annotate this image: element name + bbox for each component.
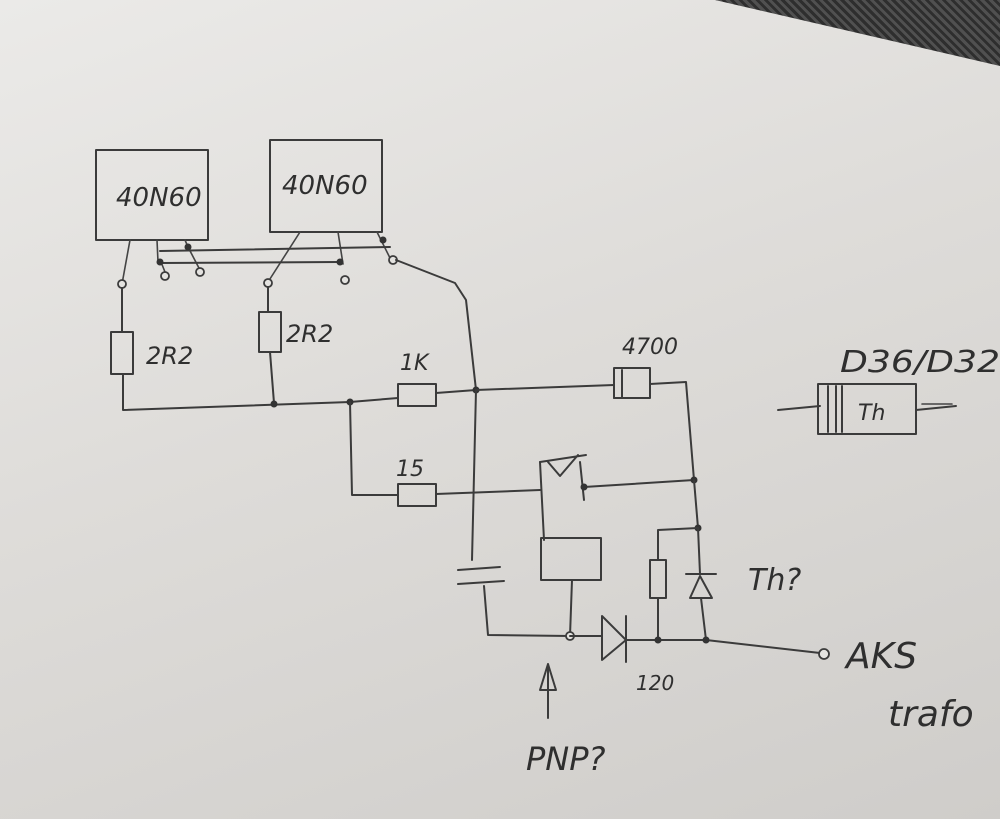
resistor-mid-label: 2R2 (286, 320, 333, 348)
part-lead-right (915, 405, 957, 411)
capacitor-small (457, 566, 505, 585)
part-lead-left (777, 405, 821, 411)
resistor-15 (397, 483, 437, 507)
pnp-arrow (539, 663, 557, 719)
transistor-left-legs (121, 239, 201, 285)
pin (117, 279, 127, 289)
resistor-15-label: 15 (396, 457, 424, 482)
diode-120-label: 120 (636, 671, 674, 695)
junction-dot (580, 483, 588, 491)
resistor-1k (397, 383, 437, 407)
pin (340, 275, 350, 285)
chip-left-label: 40N60 (116, 183, 202, 213)
resistor-left-label: 2R2 (146, 342, 193, 370)
wire (435, 489, 541, 495)
junction-dot (336, 258, 344, 266)
wire (269, 351, 275, 404)
transistor-right-body (269, 139, 383, 233)
output-aks-label: AKS (844, 636, 917, 677)
thyristor (685, 573, 717, 599)
wire (435, 389, 477, 394)
part-d36-bands (827, 385, 843, 433)
junction-dot (270, 400, 278, 408)
wire (349, 401, 399, 496)
wire (700, 597, 707, 641)
wire (649, 381, 695, 481)
pin (263, 278, 273, 288)
capacitor-4700 (613, 367, 651, 399)
resistor-left (110, 331, 134, 375)
junction-dot (702, 636, 710, 644)
junction-dot (184, 243, 192, 251)
output-terminal (818, 648, 830, 660)
pin (195, 267, 205, 277)
wire (475, 384, 615, 391)
junction-dot (654, 636, 662, 644)
relay-coil (540, 537, 602, 581)
wire (395, 259, 477, 391)
capacitor-4700-plates (613, 369, 623, 399)
wire (539, 461, 545, 541)
pnp-label: PNP? (526, 740, 606, 778)
wire (569, 579, 573, 637)
wire (122, 373, 351, 411)
part-d36-label: D36/D32 (840, 345, 1000, 380)
part-body-label: Th (858, 401, 885, 426)
junction-dot (379, 236, 387, 244)
output-trafo-label: trafo (888, 694, 974, 735)
resistor-1k-label: 1K (400, 351, 430, 376)
diode-120 (601, 615, 627, 663)
wire (471, 389, 477, 561)
wire (483, 585, 571, 637)
transistor-right-legs (267, 231, 391, 283)
chip-right-label: 40N60 (282, 171, 368, 201)
diode-top (539, 454, 587, 501)
wire (349, 397, 399, 403)
transistor-left-body (95, 149, 209, 241)
pin (160, 271, 170, 281)
wire (583, 479, 695, 488)
capacitor-4700-label: 4700 (622, 335, 678, 360)
wire (657, 527, 699, 561)
junction-dot (156, 258, 164, 266)
gate-bus (159, 246, 391, 264)
thyristor-label: Th? (748, 563, 801, 598)
resistor-small (649, 559, 667, 599)
wire (697, 527, 701, 575)
resistor-mid (258, 311, 282, 353)
wire (693, 479, 699, 529)
